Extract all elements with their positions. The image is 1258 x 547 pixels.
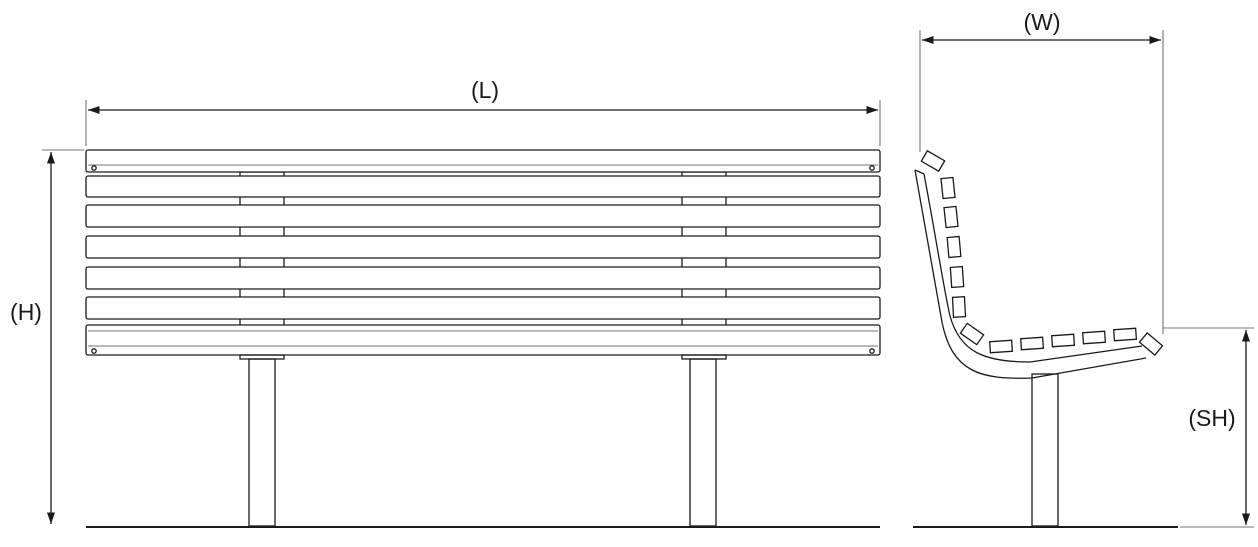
frame-top-cap [914,169,925,175]
side-slat [949,265,965,289]
bolt [91,348,97,354]
top-slat [85,149,881,173]
width-dimension: (W) [919,9,1164,334]
back-slat [85,235,881,259]
right-leg [689,358,717,527]
side-frame [914,169,1147,379]
side-slat [940,176,956,200]
side-slat [1112,327,1138,342]
back-slat [85,296,881,320]
side-slat [1050,333,1076,348]
side-slat [951,296,967,318]
front-view: (L) (H) [10,77,881,528]
height-dimension: (H) [10,149,84,524]
side-view: (W) (SH) [913,9,1254,528]
side-slat [1019,336,1045,351]
bolt [869,348,875,354]
side-back-slats [920,149,985,346]
bolt [869,165,875,171]
side-slat [959,322,985,346]
side-slat [920,149,946,173]
seat-slat [85,324,881,356]
seat-height-label: (SH) [1188,405,1235,431]
side-slat [1138,332,1164,356]
height-label: (H) [10,299,42,325]
frame-outer-edge [914,169,1147,379]
back-slat [85,266,881,290]
seat-height-dimension: (SH) [1163,327,1254,528]
side-seat-slats [988,327,1164,356]
backrest-slats [85,149,881,356]
frame-inner-edge [923,173,1143,363]
width-label: (W) [1023,9,1060,35]
side-slat [1081,330,1107,345]
back-slat [85,175,881,198]
side-slat [946,235,962,259]
side-slat [988,339,1014,354]
bolt [91,165,97,171]
side-slat [943,205,959,229]
length-label: (L) [471,77,499,103]
left-leg [248,358,276,527]
side-leg [1031,373,1059,527]
length-dimension: (L) [85,77,881,146]
back-slat [85,204,881,228]
